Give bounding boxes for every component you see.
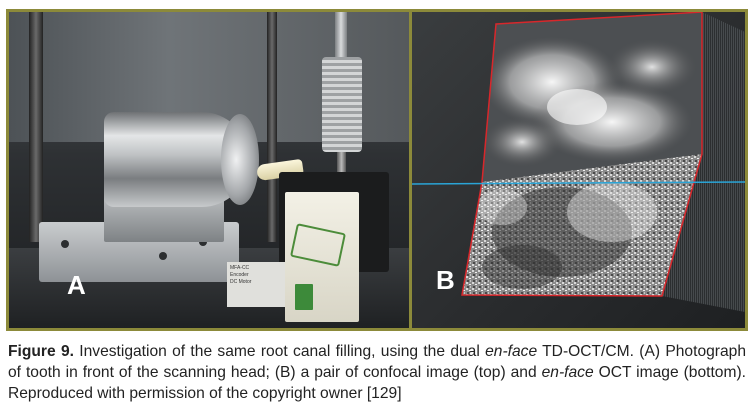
lens-face (221, 114, 259, 205)
panel-a-label: A (67, 270, 86, 300)
optical-post (29, 12, 43, 242)
figure-inner: MFA-CC Encoder DC Motor A (9, 12, 745, 328)
holder-tag (295, 284, 313, 310)
micrometer-rod (335, 12, 347, 60)
volume-outline (461, 12, 703, 297)
caption-text: TD-OCT/CM. (A) Photograph of tooth in fr… (8, 343, 746, 381)
oct-image (462, 154, 702, 296)
caption-italic: en-face (541, 364, 594, 381)
micrometer-thimble (322, 57, 362, 152)
panel-b-volume: B (412, 12, 745, 328)
volume-render (412, 12, 745, 312)
volume-side-face (662, 12, 745, 312)
controller-label: MFA-CC Encoder DC Motor (227, 262, 287, 307)
caption-text: Investigation of the same root canal fil… (73, 343, 486, 360)
optical-post (267, 12, 277, 242)
caption-text: OCT image (bottom). Reproduced with perm… (8, 364, 746, 402)
caption-italic: en-face (485, 343, 538, 360)
panel-a-photograph: MFA-CC Encoder DC Motor A (9, 12, 409, 328)
confocal-image (482, 12, 702, 182)
figure-frame: MFA-CC Encoder DC Motor A (6, 9, 748, 331)
divider-line (412, 181, 745, 185)
figure-label: Figure 9. (8, 343, 74, 360)
figure-caption: Figure 9. Investigation of the same root… (8, 341, 746, 404)
panel-b-label: B (436, 265, 455, 295)
